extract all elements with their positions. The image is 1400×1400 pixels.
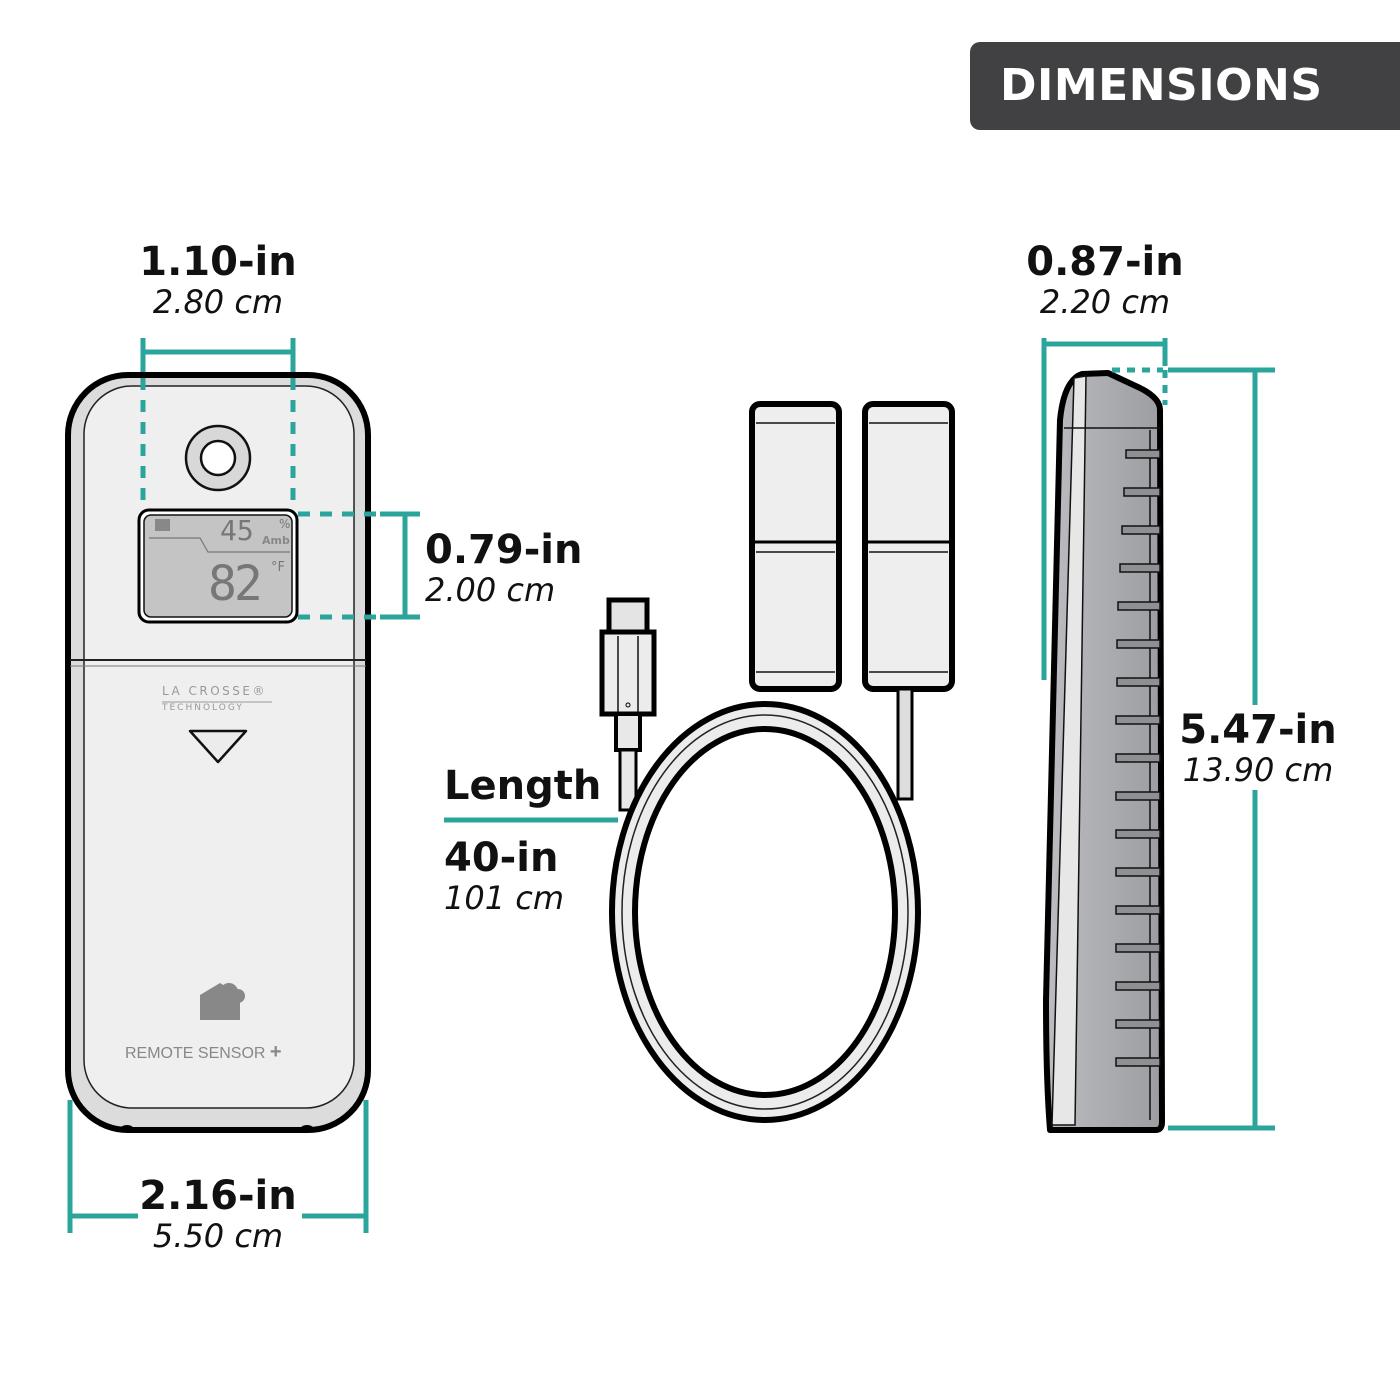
dim-cable-length: 40-in 101 cm [444, 838, 564, 914]
brand-name: LA CROSSE® [162, 684, 267, 698]
lcd-humidity-unit: % [279, 517, 291, 531]
dim-device-depth: 0.87-in 2.20 cm [1005, 242, 1205, 318]
sensor-port-icon [184, 424, 252, 492]
dim-value-in: 0.87-in [1026, 239, 1184, 285]
dim-device-height: 5.47-in 13.90 cm [1158, 710, 1358, 786]
dim-value-in: 1.10-in [139, 239, 297, 285]
lcd-humidity: 45 [220, 514, 254, 547]
length-label: Length [444, 763, 602, 809]
dim-value-in: 2.16-in [139, 1173, 297, 1219]
lcd-humidity-label: Amb [262, 534, 290, 547]
down-triangle-icon [188, 729, 248, 764]
dimension-lines-side [1041, 338, 1275, 1131]
side-view-device [1043, 370, 1165, 1133]
dim-cable-length-label: Length [444, 766, 601, 806]
dim-value-in: 40-in [444, 835, 559, 881]
dim-value-cm: 2.80 cm [152, 283, 284, 321]
header-title: DIMENSIONS [1000, 60, 1323, 111]
dimensions-header-badge: DIMENSIONS [970, 42, 1400, 130]
probe-right [862, 401, 955, 801]
coiled-cable [609, 701, 921, 1123]
dim-device-width: 2.16-in 5.50 cm [118, 1176, 318, 1252]
usb-c-connector [599, 597, 657, 812]
lcd-temperature-unit: °F [271, 560, 285, 575]
dim-value-in: 5.47-in [1179, 707, 1337, 753]
dim-value-in: 0.79-in [425, 527, 583, 573]
product-label-text: REMOTE SENSOR [125, 1045, 266, 1062]
dimension-lines-front [67, 338, 420, 1233]
dim-value-cm: 2.00 cm [425, 571, 556, 609]
dim-display-height: 0.79-in 2.00 cm [425, 530, 582, 606]
dim-value-cm: 5.50 cm [152, 1217, 284, 1255]
lcd-sensor-icon [155, 519, 170, 531]
dim-value-cm: 101 cm [444, 879, 565, 917]
front-view-device [65, 372, 371, 1133]
plus-icon: + [269, 1041, 282, 1063]
dim-value-cm: 2.20 cm [1039, 283, 1171, 321]
house-cloud-wireless-icon [200, 983, 245, 1020]
dim-value-cm: 13.90 cm [1182, 751, 1334, 789]
dim-sensor-opening-width: 1.10-in 2.80 cm [118, 242, 318, 318]
brand-subtitle: TECHNOLOGY [162, 703, 244, 713]
lcd-temperature: 82 [208, 556, 263, 612]
product-label: REMOTE SENSOR + [125, 1041, 282, 1064]
probe-left [749, 401, 842, 692]
